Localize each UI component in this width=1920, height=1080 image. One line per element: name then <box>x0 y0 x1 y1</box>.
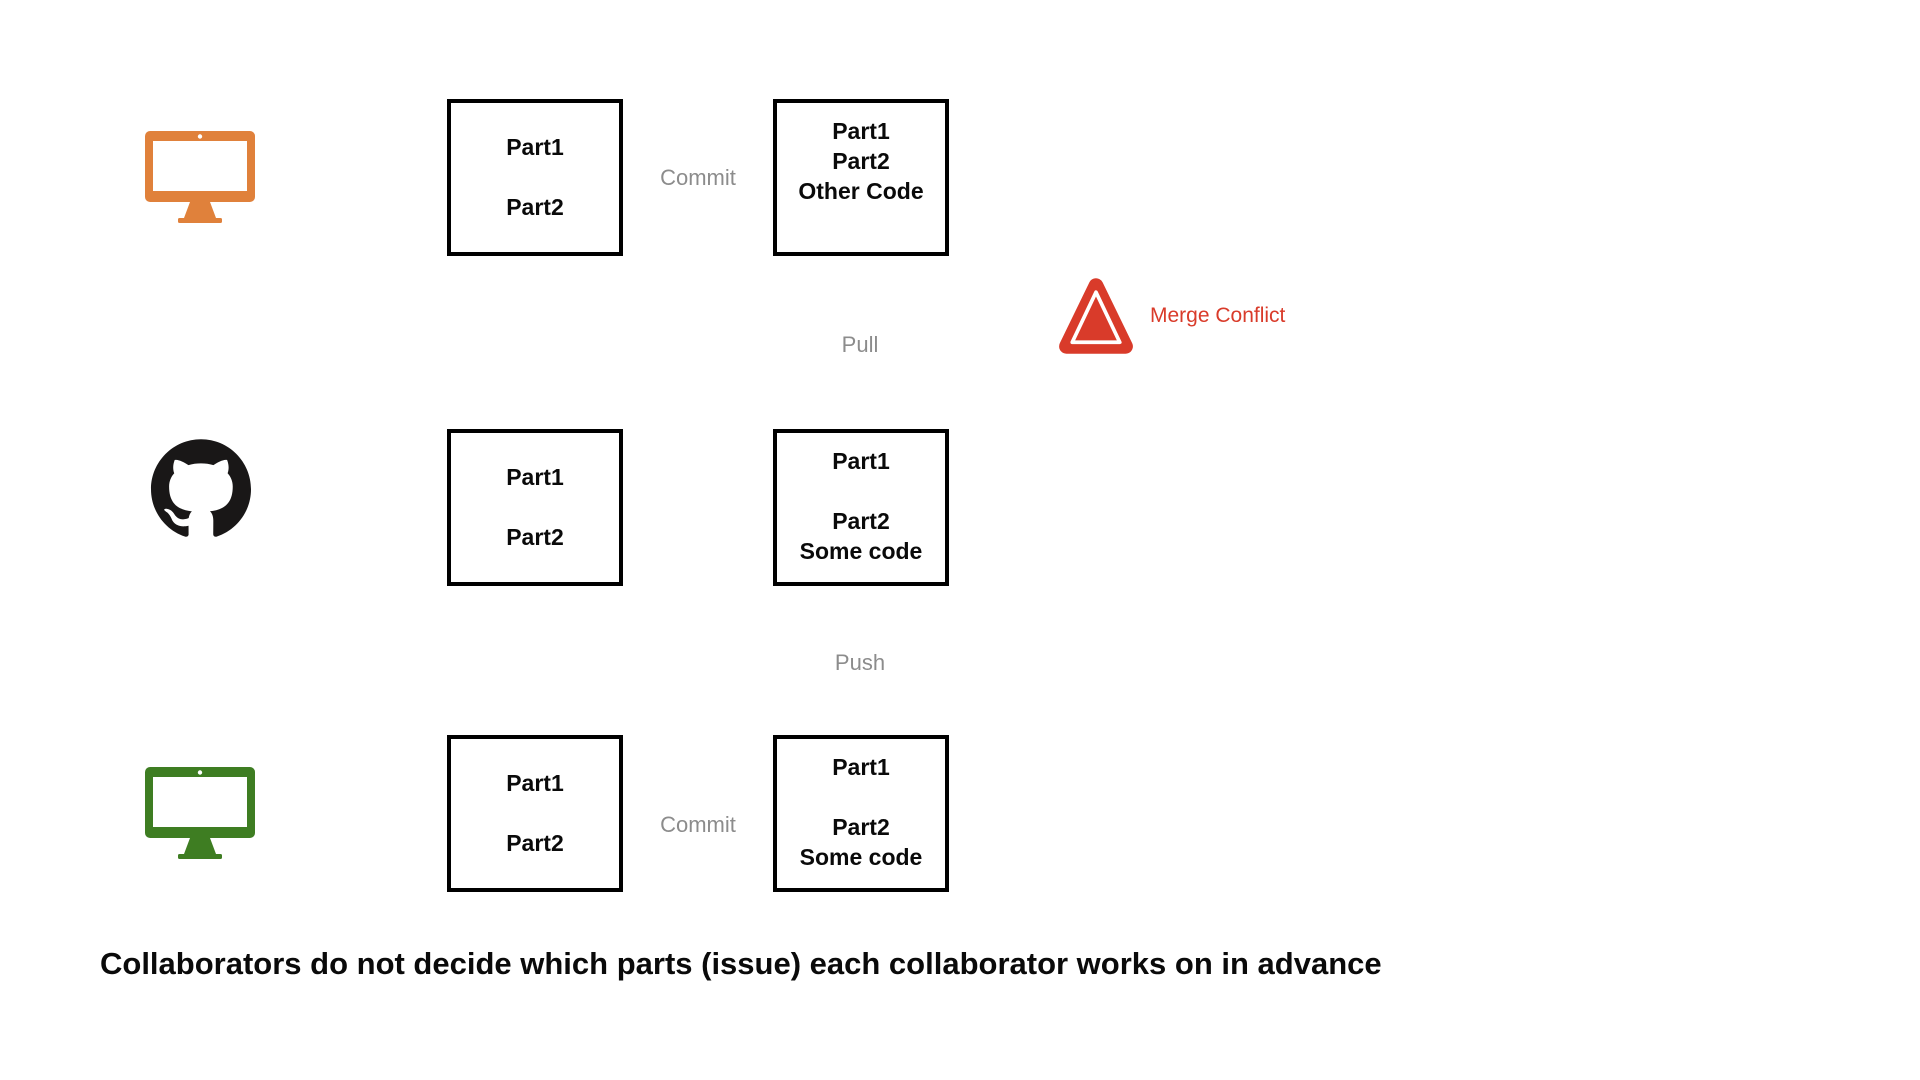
remote-repo-before-box: Part1 Part2 <box>447 429 623 586</box>
commit-label-top: Commit <box>660 165 736 190</box>
desktop-monitor-green-icon <box>145 767 255 859</box>
box-line: Part1 <box>832 118 890 144</box>
box-line: Part2 <box>506 194 564 220</box>
box-line: Some code <box>799 538 923 564</box>
box-line: Part1 <box>506 134 564 160</box>
box-line: Part1 <box>832 754 890 780</box>
merge-conflict-label: Merge Conflict <box>1150 304 1286 327</box>
user2-working-copy-box: Part1 Part2 <box>447 735 623 892</box>
github-icon <box>151 439 251 537</box>
box-line: Part1 <box>506 770 564 796</box>
push-label: Push <box>834 650 886 675</box>
commit-label-bottom: Commit <box>660 812 736 837</box>
box-line: Part2 <box>506 830 564 856</box>
caption: Collaborators do not decide which parts … <box>100 946 1382 981</box>
remote-repo-after-box: Part1 Part2 Some code <box>773 429 949 586</box>
box-line: Part1 <box>506 464 564 490</box>
box-line: Some code <box>799 844 923 870</box>
box-line: Part1 <box>832 448 890 474</box>
warning-triangle-icon <box>1059 278 1133 354</box>
box-line: Other Code <box>798 178 924 204</box>
pull-label: Pull <box>841 332 879 357</box>
box-line: Part2 <box>506 524 564 550</box>
user1-working-copy-box: Part1 Part2 <box>447 99 623 256</box>
user2-local-repo-box: Part1 Part2 Some code <box>773 735 949 892</box>
user1-local-repo-box: Part1 Part2 Other Code <box>773 99 949 256</box>
box-line: Part2 <box>832 814 890 840</box>
desktop-monitor-orange-icon <box>145 131 255 223</box>
box-line: Part2 <box>832 148 890 174</box>
box-line: Part2 <box>832 508 890 534</box>
